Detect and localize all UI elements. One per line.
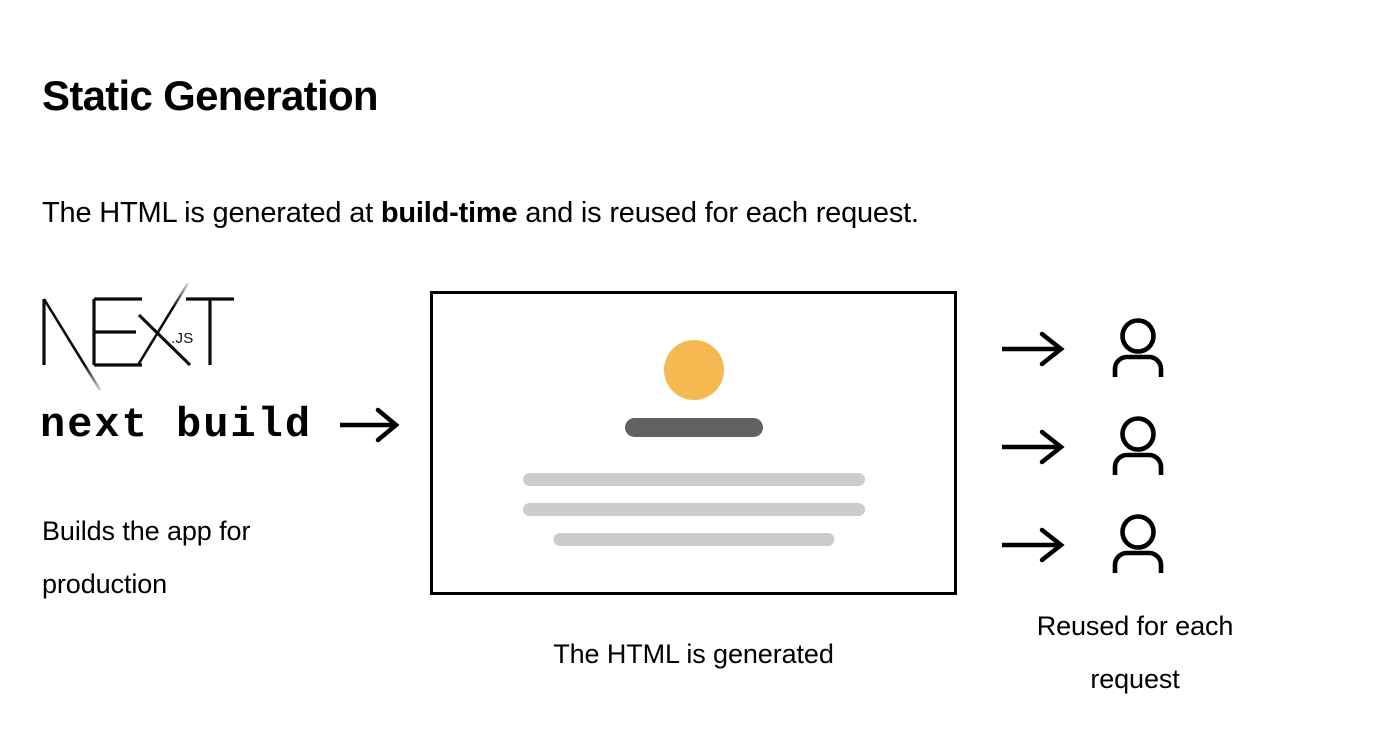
mockup-text-line-3 <box>553 533 834 546</box>
arrow-right-icon <box>1000 525 1072 565</box>
mockup-title-bar <box>624 418 763 437</box>
nextjs-logo-icon <box>42 282 234 391</box>
request-row <box>1000 300 1175 398</box>
arrow-right-icon <box>338 405 404 445</box>
subtitle-suffix: and is reused for each request. <box>517 197 919 229</box>
page-subtitle: The HTML is generated at build-time and … <box>42 195 919 231</box>
build-description: Builds the app for production <box>42 505 342 612</box>
request-row <box>1000 398 1175 496</box>
build-description-line-1: Builds the app for <box>42 516 251 546</box>
mockup-text-line-1 <box>522 473 865 486</box>
subtitle-prefix: The HTML is generated at <box>42 197 381 229</box>
build-description-line-2: production <box>42 569 168 600</box>
user-icon <box>1108 513 1168 577</box>
build-command-row: next build <box>40 404 404 446</box>
mockup-text-line-2 <box>522 503 865 516</box>
user-icon <box>1108 317 1168 381</box>
subtitle-emphasis: build-time <box>380 197 518 229</box>
requests-caption-line-1: Reused for each <box>1036 611 1234 641</box>
requests-caption-line-2: request <box>1090 664 1180 695</box>
page-title: Static Generation <box>42 72 379 120</box>
mockup-caption: The HTML is generated <box>553 639 834 669</box>
arrow-right-icon <box>1000 427 1072 467</box>
requests-column <box>1000 300 1175 594</box>
arrow-right-icon <box>1000 329 1072 369</box>
build-command-text: next build <box>40 401 313 449</box>
nextjs-logo <box>38 277 248 395</box>
requests-caption: Reused for each request <box>985 600 1285 707</box>
request-row <box>1000 496 1175 594</box>
user-icon <box>1108 415 1168 479</box>
mockup-avatar-circle <box>663 340 724 400</box>
nextjs-logo-suffix: .JS <box>171 330 194 347</box>
generated-page-mockup <box>430 291 957 595</box>
